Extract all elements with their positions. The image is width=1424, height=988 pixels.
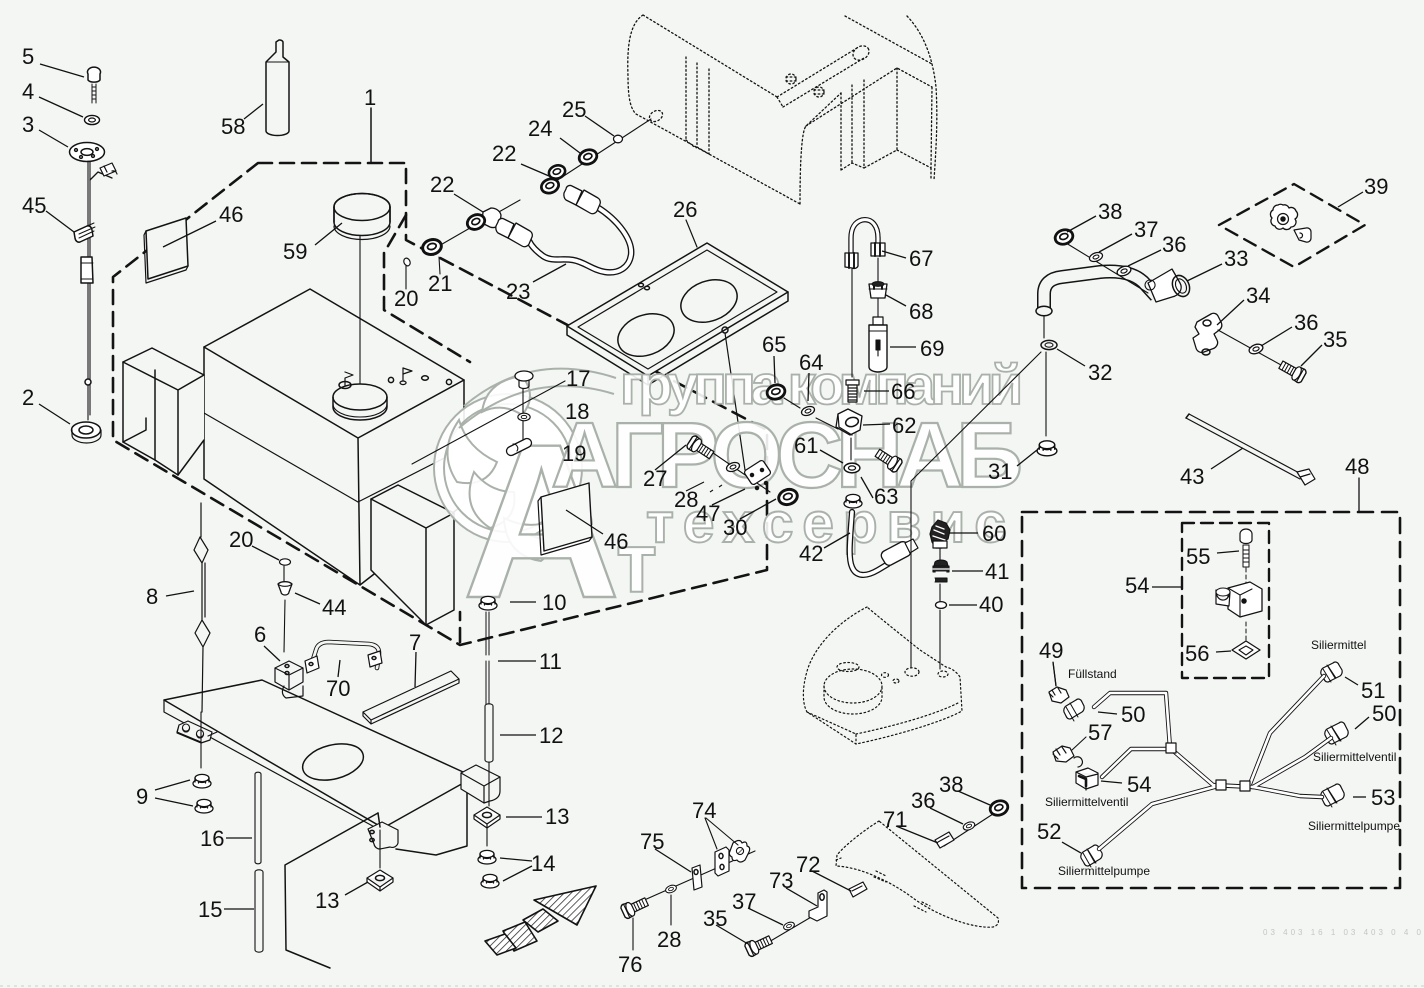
svg-text:4: 4 (22, 79, 34, 104)
svg-text:6: 6 (254, 622, 266, 647)
svg-text:71: 71 (883, 807, 907, 832)
svg-text:76: 76 (618, 952, 642, 977)
svg-text:58: 58 (221, 114, 245, 139)
svg-text:42: 42 (799, 541, 823, 566)
svg-text:22: 22 (430, 172, 454, 197)
svg-text:18: 18 (565, 399, 589, 424)
svg-text:АГРОСНАБ: АГРОСНАБ (551, 403, 1023, 507)
svg-text:13: 13 (545, 804, 569, 829)
svg-text:40: 40 (979, 592, 1003, 617)
svg-text:39: 39 (1364, 174, 1388, 199)
svg-text:группа компаний: группа компаний (620, 353, 1023, 416)
svg-text:31: 31 (988, 459, 1012, 484)
svg-text:33: 33 (1224, 246, 1248, 271)
svg-text:65: 65 (762, 332, 786, 357)
svg-text:1: 1 (364, 85, 376, 110)
svg-text:28: 28 (657, 927, 681, 952)
svg-text:64: 64 (799, 350, 823, 375)
svg-text:37: 37 (1134, 217, 1158, 242)
svg-text:35: 35 (703, 906, 727, 931)
svg-text:2: 2 (22, 385, 34, 410)
svg-text:Siliermittel: Siliermittel (1311, 638, 1366, 652)
svg-text:7: 7 (409, 630, 421, 655)
svg-text:72: 72 (796, 852, 820, 877)
svg-text:21: 21 (428, 271, 452, 296)
svg-text:22: 22 (492, 141, 516, 166)
svg-text:38: 38 (1098, 199, 1122, 224)
svg-text:70: 70 (326, 676, 350, 701)
svg-text:Siliermittelventil: Siliermittelventil (1045, 795, 1128, 809)
svg-text:03 403 16 1 03 403 0 4 0 03 4: 03 403 16 1 03 403 0 4 0 03 40 (1263, 928, 1424, 937)
svg-text:36: 36 (1294, 310, 1318, 335)
svg-text:46: 46 (604, 529, 628, 554)
svg-text:34: 34 (1246, 283, 1270, 308)
svg-text:47: 47 (696, 501, 720, 526)
svg-text:Siliermittelpumpe: Siliermittelpumpe (1308, 819, 1400, 833)
svg-text:9: 9 (136, 784, 148, 809)
svg-text:50: 50 (1121, 702, 1145, 727)
svg-text:3: 3 (22, 112, 34, 137)
svg-text:27: 27 (643, 466, 667, 491)
svg-text:16: 16 (200, 826, 224, 851)
svg-text:46: 46 (219, 202, 243, 227)
svg-text:Siliermittelventil: Siliermittelventil (1313, 750, 1396, 764)
svg-text:61: 61 (794, 433, 818, 458)
svg-text:35: 35 (1323, 327, 1347, 352)
svg-text:67: 67 (909, 246, 933, 271)
svg-text:24: 24 (528, 116, 552, 141)
svg-text:69: 69 (920, 336, 944, 361)
svg-text:23: 23 (506, 279, 530, 304)
svg-text:68: 68 (909, 299, 933, 324)
svg-text:38: 38 (939, 772, 963, 797)
svg-text:30: 30 (723, 515, 747, 540)
svg-text:75: 75 (640, 829, 664, 854)
svg-text:19: 19 (562, 441, 586, 466)
svg-text:49: 49 (1039, 638, 1063, 663)
svg-text:Füllstand: Füllstand (1068, 667, 1117, 681)
svg-text:63: 63 (874, 484, 898, 509)
svg-text:37: 37 (732, 889, 756, 914)
svg-text:25: 25 (562, 97, 586, 122)
svg-text:56: 56 (1185, 641, 1209, 666)
svg-text:8: 8 (146, 584, 158, 609)
svg-text:17: 17 (566, 366, 590, 391)
svg-text:5: 5 (22, 44, 34, 69)
svg-text:20: 20 (229, 527, 253, 552)
svg-text:54: 54 (1127, 772, 1151, 797)
svg-text:66: 66 (891, 379, 915, 404)
svg-text:13: 13 (315, 888, 339, 913)
svg-text:26: 26 (673, 197, 697, 222)
svg-text:10: 10 (542, 590, 566, 615)
svg-text:28: 28 (674, 487, 698, 512)
svg-text:36: 36 (1162, 232, 1186, 257)
svg-text:36: 36 (911, 788, 935, 813)
svg-text:Siliermittelpumpe: Siliermittelpumpe (1058, 864, 1150, 878)
svg-text:48: 48 (1345, 454, 1369, 479)
svg-text:62: 62 (892, 413, 916, 438)
svg-text:14: 14 (531, 851, 555, 876)
svg-text:52: 52 (1037, 819, 1061, 844)
svg-text:54: 54 (1125, 573, 1149, 598)
svg-text:15: 15 (198, 897, 222, 922)
svg-text:т: т (616, 516, 657, 610)
svg-text:51: 51 (1361, 678, 1385, 703)
svg-text:41: 41 (985, 559, 1009, 584)
svg-text:12: 12 (539, 723, 563, 748)
svg-text:60: 60 (982, 521, 1006, 546)
svg-text:57: 57 (1088, 720, 1112, 745)
svg-text:20: 20 (394, 286, 418, 311)
svg-text:32: 32 (1088, 360, 1112, 385)
svg-text:11: 11 (539, 649, 562, 674)
svg-text:50: 50 (1372, 701, 1396, 726)
svg-text:техсервис: техсервис (646, 491, 1006, 555)
svg-text:55: 55 (1186, 544, 1210, 569)
svg-text:44: 44 (322, 595, 346, 620)
svg-text:59: 59 (283, 239, 307, 264)
svg-text:43: 43 (1180, 464, 1204, 489)
svg-text:74: 74 (692, 798, 716, 823)
svg-text:45: 45 (22, 193, 46, 218)
svg-text:73: 73 (769, 868, 793, 893)
svg-text:53: 53 (1371, 785, 1395, 810)
